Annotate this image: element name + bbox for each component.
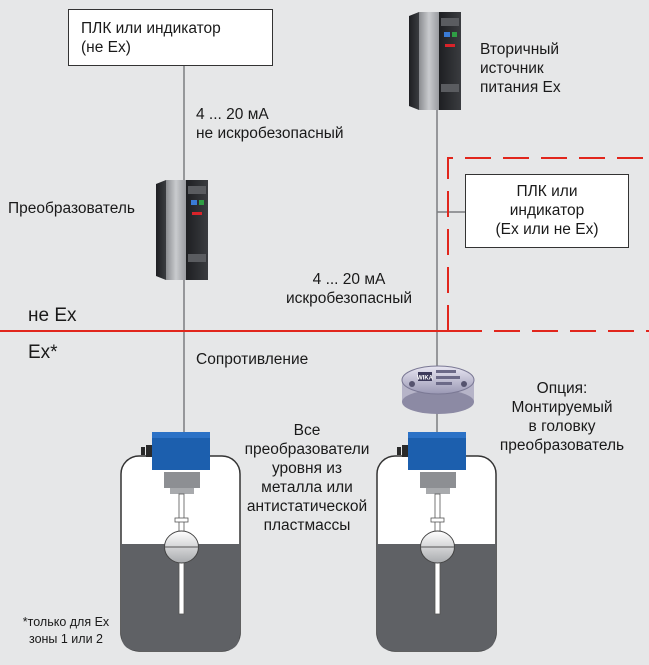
zone-boundaries bbox=[0, 157, 649, 332]
power-supply-module-icon bbox=[409, 12, 461, 110]
all-sensors-line6: пластмассы bbox=[263, 517, 351, 534]
right-connection-head-icon bbox=[408, 432, 466, 470]
all-sensors-label: Все преобразователи уровня из металла ил… bbox=[236, 421, 378, 535]
converter-label: Преобразователь bbox=[8, 200, 135, 217]
left-level-sensor bbox=[120, 432, 241, 652]
left-fitting bbox=[164, 472, 200, 488]
left-connection-head-icon bbox=[152, 432, 210, 470]
zone-ex-label: Ex* bbox=[28, 342, 58, 363]
signal-non-safe-line2: не искробезопасный bbox=[196, 125, 344, 142]
converter-module-icon bbox=[156, 180, 208, 280]
signal-non-safe-label: 4 ... 20 мА не искробезопасный bbox=[196, 105, 344, 143]
all-sensors-line5: антистатической bbox=[246, 498, 368, 515]
plc-top-line2: (не Ex) bbox=[81, 39, 131, 56]
option-line4: преобразователь bbox=[499, 437, 625, 454]
all-sensors-line3: уровня из bbox=[271, 460, 343, 477]
secondary-supply-line2: источник bbox=[480, 60, 544, 77]
option-line3: в головку bbox=[528, 418, 596, 435]
footnote-line1: *только для Ex bbox=[22, 615, 110, 629]
secondary-supply-label: Вторичный источник питания Ex bbox=[480, 40, 561, 97]
signal-safe-line2: искробезопасный bbox=[285, 290, 413, 307]
signal-safe-label: 4 ... 20 мА искробезопасный bbox=[270, 270, 428, 308]
brand-text: WIKA bbox=[417, 376, 434, 382]
option-line1: Опция: bbox=[536, 380, 588, 397]
secondary-supply-line3: питания Ex bbox=[480, 79, 561, 96]
plc-right-box: ПЛК или индикатор (Ex или не Ex) bbox=[465, 174, 629, 248]
plc-right-line2: индикатор bbox=[509, 202, 585, 219]
resistance-label: Сопротивление bbox=[196, 351, 309, 368]
footnote: *только для Ex зоны 1 или 2 bbox=[6, 614, 126, 648]
all-sensors-line2: преобразователи bbox=[244, 441, 370, 458]
footnote-line2: зоны 1 или 2 bbox=[28, 632, 103, 646]
all-sensors-line1: Все bbox=[293, 422, 321, 439]
option-line2: Монтируемый bbox=[511, 399, 613, 416]
plc-top-box: ПЛК или индикатор (не Ex) bbox=[68, 9, 273, 66]
plc-right-line1: ПЛК или bbox=[516, 183, 578, 200]
wiring bbox=[183, 66, 465, 432]
right-fitting bbox=[420, 472, 456, 488]
head-transmitter-icon: WIKA bbox=[401, 365, 475, 414]
right-level-sensor bbox=[376, 432, 497, 652]
plc-top-line1: ПЛК или индикатор bbox=[81, 20, 221, 37]
zone-non-ex-label: не Ex bbox=[28, 305, 77, 326]
signal-non-safe-line1: 4 ... 20 мА bbox=[196, 106, 269, 123]
option-label: Опция: Монтируемый в головку преобразова… bbox=[487, 379, 637, 455]
all-sensors-line4: металла или bbox=[261, 479, 353, 496]
secondary-supply-line1: Вторичный bbox=[480, 41, 560, 58]
signal-safe-line1: 4 ... 20 мА bbox=[312, 271, 386, 288]
plc-right-line3: (Ex или не Ex) bbox=[495, 221, 599, 238]
dashed-area-top bbox=[447, 157, 649, 331]
